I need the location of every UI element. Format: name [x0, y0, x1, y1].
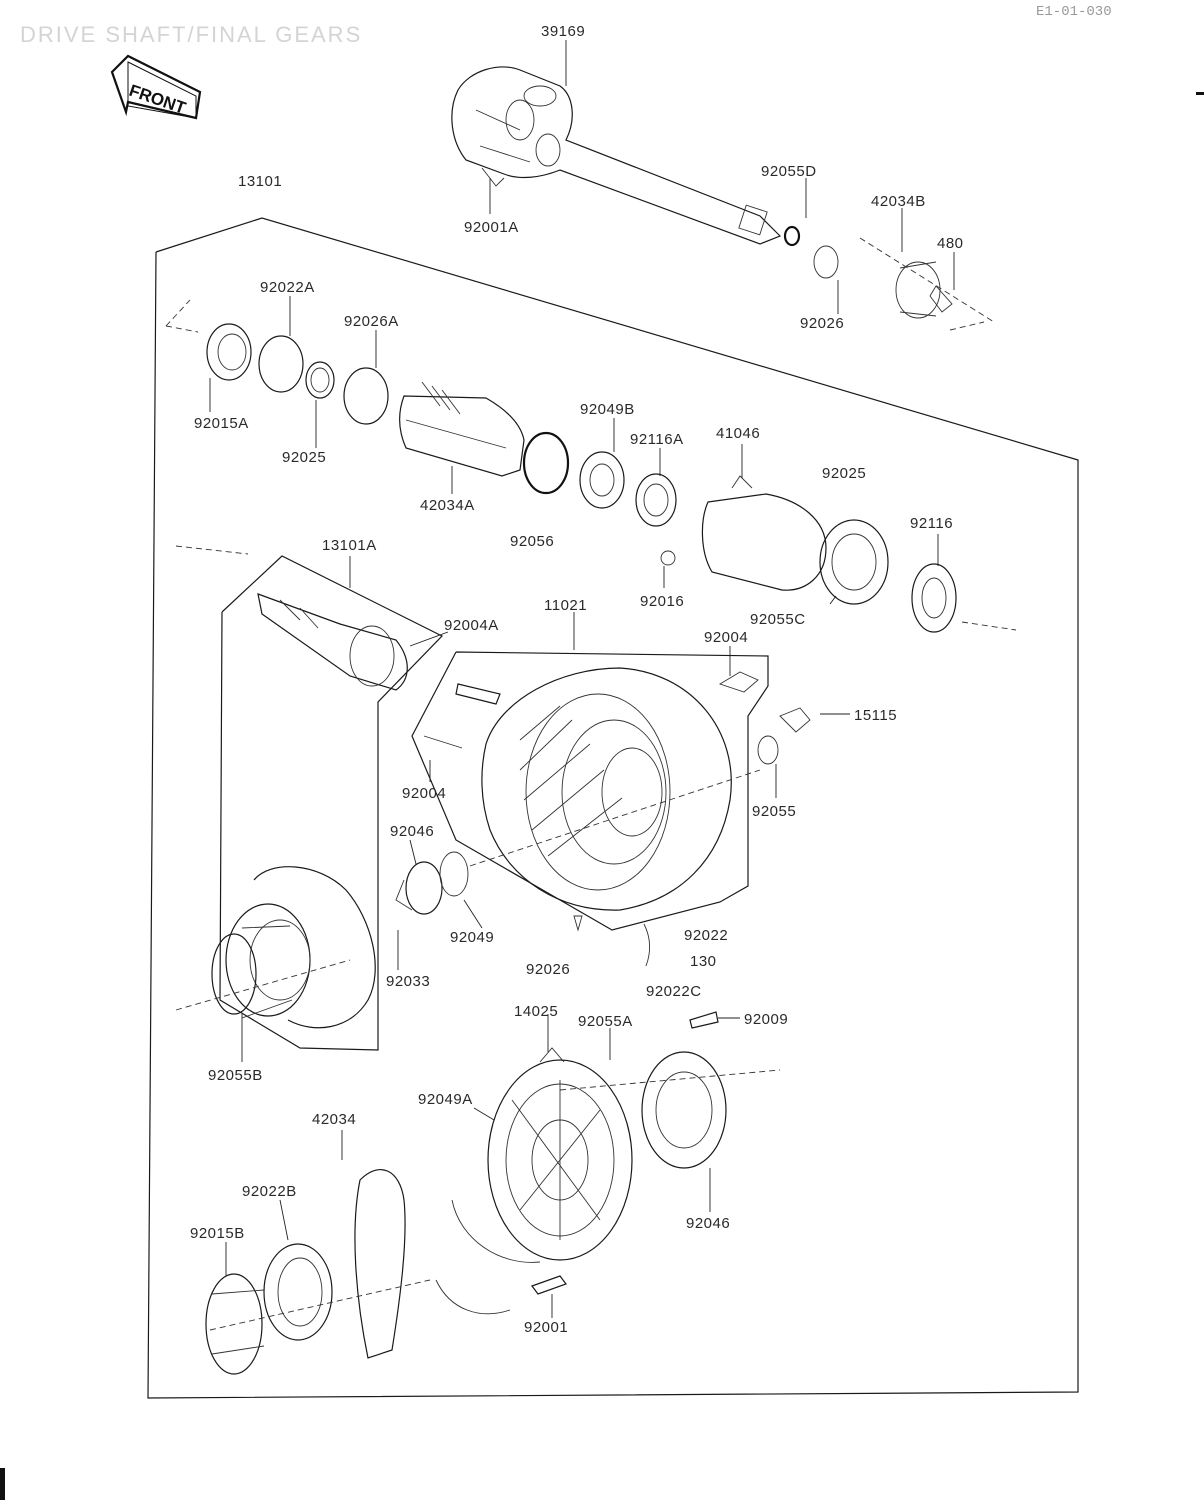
part-label: 92001	[524, 1319, 568, 1336]
pinion-assembly	[175, 545, 501, 705]
part-label: 92001A	[464, 219, 519, 236]
part-label: 92015A	[194, 415, 249, 432]
part-label: 92055C	[750, 611, 806, 628]
part-label: 92004	[704, 629, 748, 646]
part-label: 92055B	[208, 1067, 263, 1084]
front-arrow-icon: FRONT	[110, 54, 202, 120]
part-label: 92016	[640, 593, 684, 610]
part-label: 92046	[390, 823, 434, 840]
drive-shaft	[451, 66, 995, 331]
bearing-seal-row	[165, 299, 1017, 633]
part-label: 92046	[686, 1215, 730, 1232]
part-label: 92009	[744, 1011, 788, 1028]
part-label: 13101	[238, 173, 282, 190]
part-label: 92025	[282, 449, 326, 466]
part-label: 92004A	[444, 617, 499, 634]
part-label: 92049B	[580, 401, 635, 418]
part-label: 92049A	[418, 1091, 473, 1108]
part-label: 14025	[514, 1003, 558, 1020]
part-label: 130	[690, 953, 717, 970]
page-code: E1-01-030	[1036, 4, 1112, 20]
part-label: 11021	[544, 597, 587, 614]
part-label: 41046	[716, 425, 760, 442]
part-labels: 39169 13101 92001A 92055D 42034B 480 920…	[190, 23, 964, 1336]
part-label: 42034	[312, 1111, 356, 1128]
part-label: 92022	[684, 927, 728, 944]
part-label: 92025	[822, 465, 866, 482]
part-label: 92049	[450, 929, 494, 946]
part-label: 92055	[752, 803, 796, 820]
edge-mark	[0, 1468, 5, 1500]
ring-gear-left	[175, 851, 469, 1029]
part-label: 92116	[910, 515, 953, 532]
part-label: 92026A	[344, 313, 399, 330]
assembly-outline	[147, 217, 1079, 1399]
differential-gear	[205, 1011, 781, 1375]
case-outline-11021	[411, 651, 769, 931]
part-label: 92116A	[630, 431, 684, 448]
page-title: DRIVE SHAFT/FINAL GEARS	[20, 22, 363, 47]
part-label: 92022C	[646, 983, 702, 1000]
part-label: 92004	[402, 785, 446, 802]
part-label: 92015B	[190, 1225, 245, 1242]
part-label: 39169	[541, 23, 585, 40]
part-label: 92022B	[242, 1183, 297, 1200]
part-label: 92026	[800, 315, 844, 332]
part-label: 92022A	[260, 279, 315, 296]
part-label: 92056	[510, 533, 554, 550]
subassembly-outline-13101a	[219, 555, 444, 1051]
part-label: 42034B	[871, 193, 926, 210]
part-label: 92055D	[761, 163, 817, 180]
part-label: 92026	[526, 961, 570, 978]
part-label: 480	[937, 235, 964, 252]
edge-tick	[1196, 92, 1204, 95]
part-label: 13101A	[322, 537, 377, 554]
part-label: 42034A	[420, 497, 475, 514]
part-label: 92055A	[578, 1013, 633, 1030]
part-label: 15115	[854, 707, 897, 724]
part-label: 92033	[386, 973, 430, 990]
leader-lines	[209, 40, 955, 1318]
final-gear-case	[423, 667, 811, 967]
